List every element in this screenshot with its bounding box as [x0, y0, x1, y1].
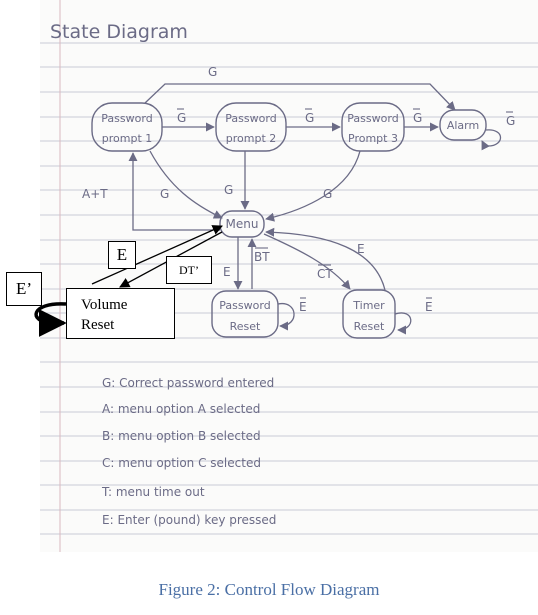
state-menu-label: Menu — [226, 217, 259, 231]
ruled-lines — [40, 42, 538, 535]
label-g-pp2-menu: G — [224, 183, 233, 197]
label-g-top: G — [208, 65, 217, 79]
legend-line-2: A: menu option A selected — [102, 402, 260, 416]
label-g-bar-1: G — [177, 111, 186, 125]
label-dt-text: DT’ — [179, 263, 199, 277]
state-pp2-line2: prompt 2 — [226, 132, 277, 145]
edge-timer-self — [394, 312, 412, 335]
legend-line-4: C: menu option C selected — [102, 456, 261, 470]
state-timer-line1: Timer — [352, 299, 385, 312]
state-pp3-line1: Password — [347, 112, 398, 125]
state-password-prompt-3: Password Prompt 3 — [341, 102, 405, 152]
state-volume-reset: Volume Reset — [66, 288, 175, 339]
edge-pwreset-self — [277, 303, 295, 331]
edge-pp1-menu — [149, 150, 223, 219]
state-pp1-line1: Password — [101, 112, 152, 125]
state-pwreset-line1: Password — [219, 299, 270, 312]
volume-reset-line2: Reset — [81, 317, 115, 333]
label-e-box: E — [108, 241, 136, 269]
arrow-volume-self-e-prime — [34, 302, 67, 337]
legend-line-6: E: Enter (pound) key pressed — [102, 513, 276, 527]
label-g-pp1-menu: G — [160, 187, 169, 201]
label-e-text: E — [116, 245, 128, 264]
edge-alarm-self — [481, 129, 502, 151]
label-e-timer-menu: E — [357, 242, 365, 256]
arrow-volume-to-menu-e — [91, 225, 223, 285]
edge-menu-timer — [263, 233, 351, 290]
diagram-title: State Diagram — [50, 21, 188, 43]
legend-line-5: T: menu time out — [101, 485, 205, 499]
label-e-prime-text: E’ — [15, 279, 33, 298]
label-e-bar-timer: E — [425, 300, 433, 314]
state-password-reset: Password Reset — [211, 290, 279, 338]
state-password-prompt-1: Password prompt 1 — [91, 102, 163, 152]
label-bt-bar: BT — [254, 250, 270, 264]
state-pp1-line2: prompt 1 — [102, 132, 153, 145]
volume-reset-line1: Volume — [81, 297, 128, 313]
label-g-bar-alarm: G — [506, 114, 515, 128]
edge-pp3-menu — [265, 150, 361, 222]
label-a-t: A+T — [82, 187, 108, 201]
state-pp2-line1: Password — [225, 112, 276, 125]
label-e-bar-pw: E — [299, 300, 307, 314]
label-g-bar-2: G — [305, 111, 314, 125]
state-alarm: Alarm — [439, 109, 487, 141]
label-e-menu-pw: E — [223, 265, 231, 279]
edge-menu-pp1 — [128, 152, 220, 231]
label-g-pp3-menu: G — [323, 187, 332, 201]
edge-pp1-alarm-g — [144, 83, 456, 111]
label-dt-box: DT’ — [166, 256, 212, 284]
label-ct-bar: CT — [317, 267, 333, 281]
state-password-prompt-2: Password prompt 2 — [215, 102, 287, 152]
state-pwreset-line2: Reset — [230, 320, 261, 333]
legend-line-3: B: menu option B selected — [102, 429, 261, 443]
state-alarm-label: Alarm — [447, 119, 479, 132]
label-e-prime-box: E’ — [6, 272, 42, 306]
label-g-bar-3: G — [413, 111, 422, 125]
state-menu: Menu — [219, 210, 265, 238]
figure-caption: Figure 2: Control Flow Diagram — [158, 580, 380, 599]
state-timer-reset: Timer Reset — [342, 289, 396, 339]
state-pp3-line2: Prompt 3 — [348, 132, 398, 145]
state-timer-line2: Reset — [354, 320, 385, 333]
edge-timer-menu — [265, 227, 386, 291]
legend-line-1: G: Correct password entered — [102, 376, 274, 390]
